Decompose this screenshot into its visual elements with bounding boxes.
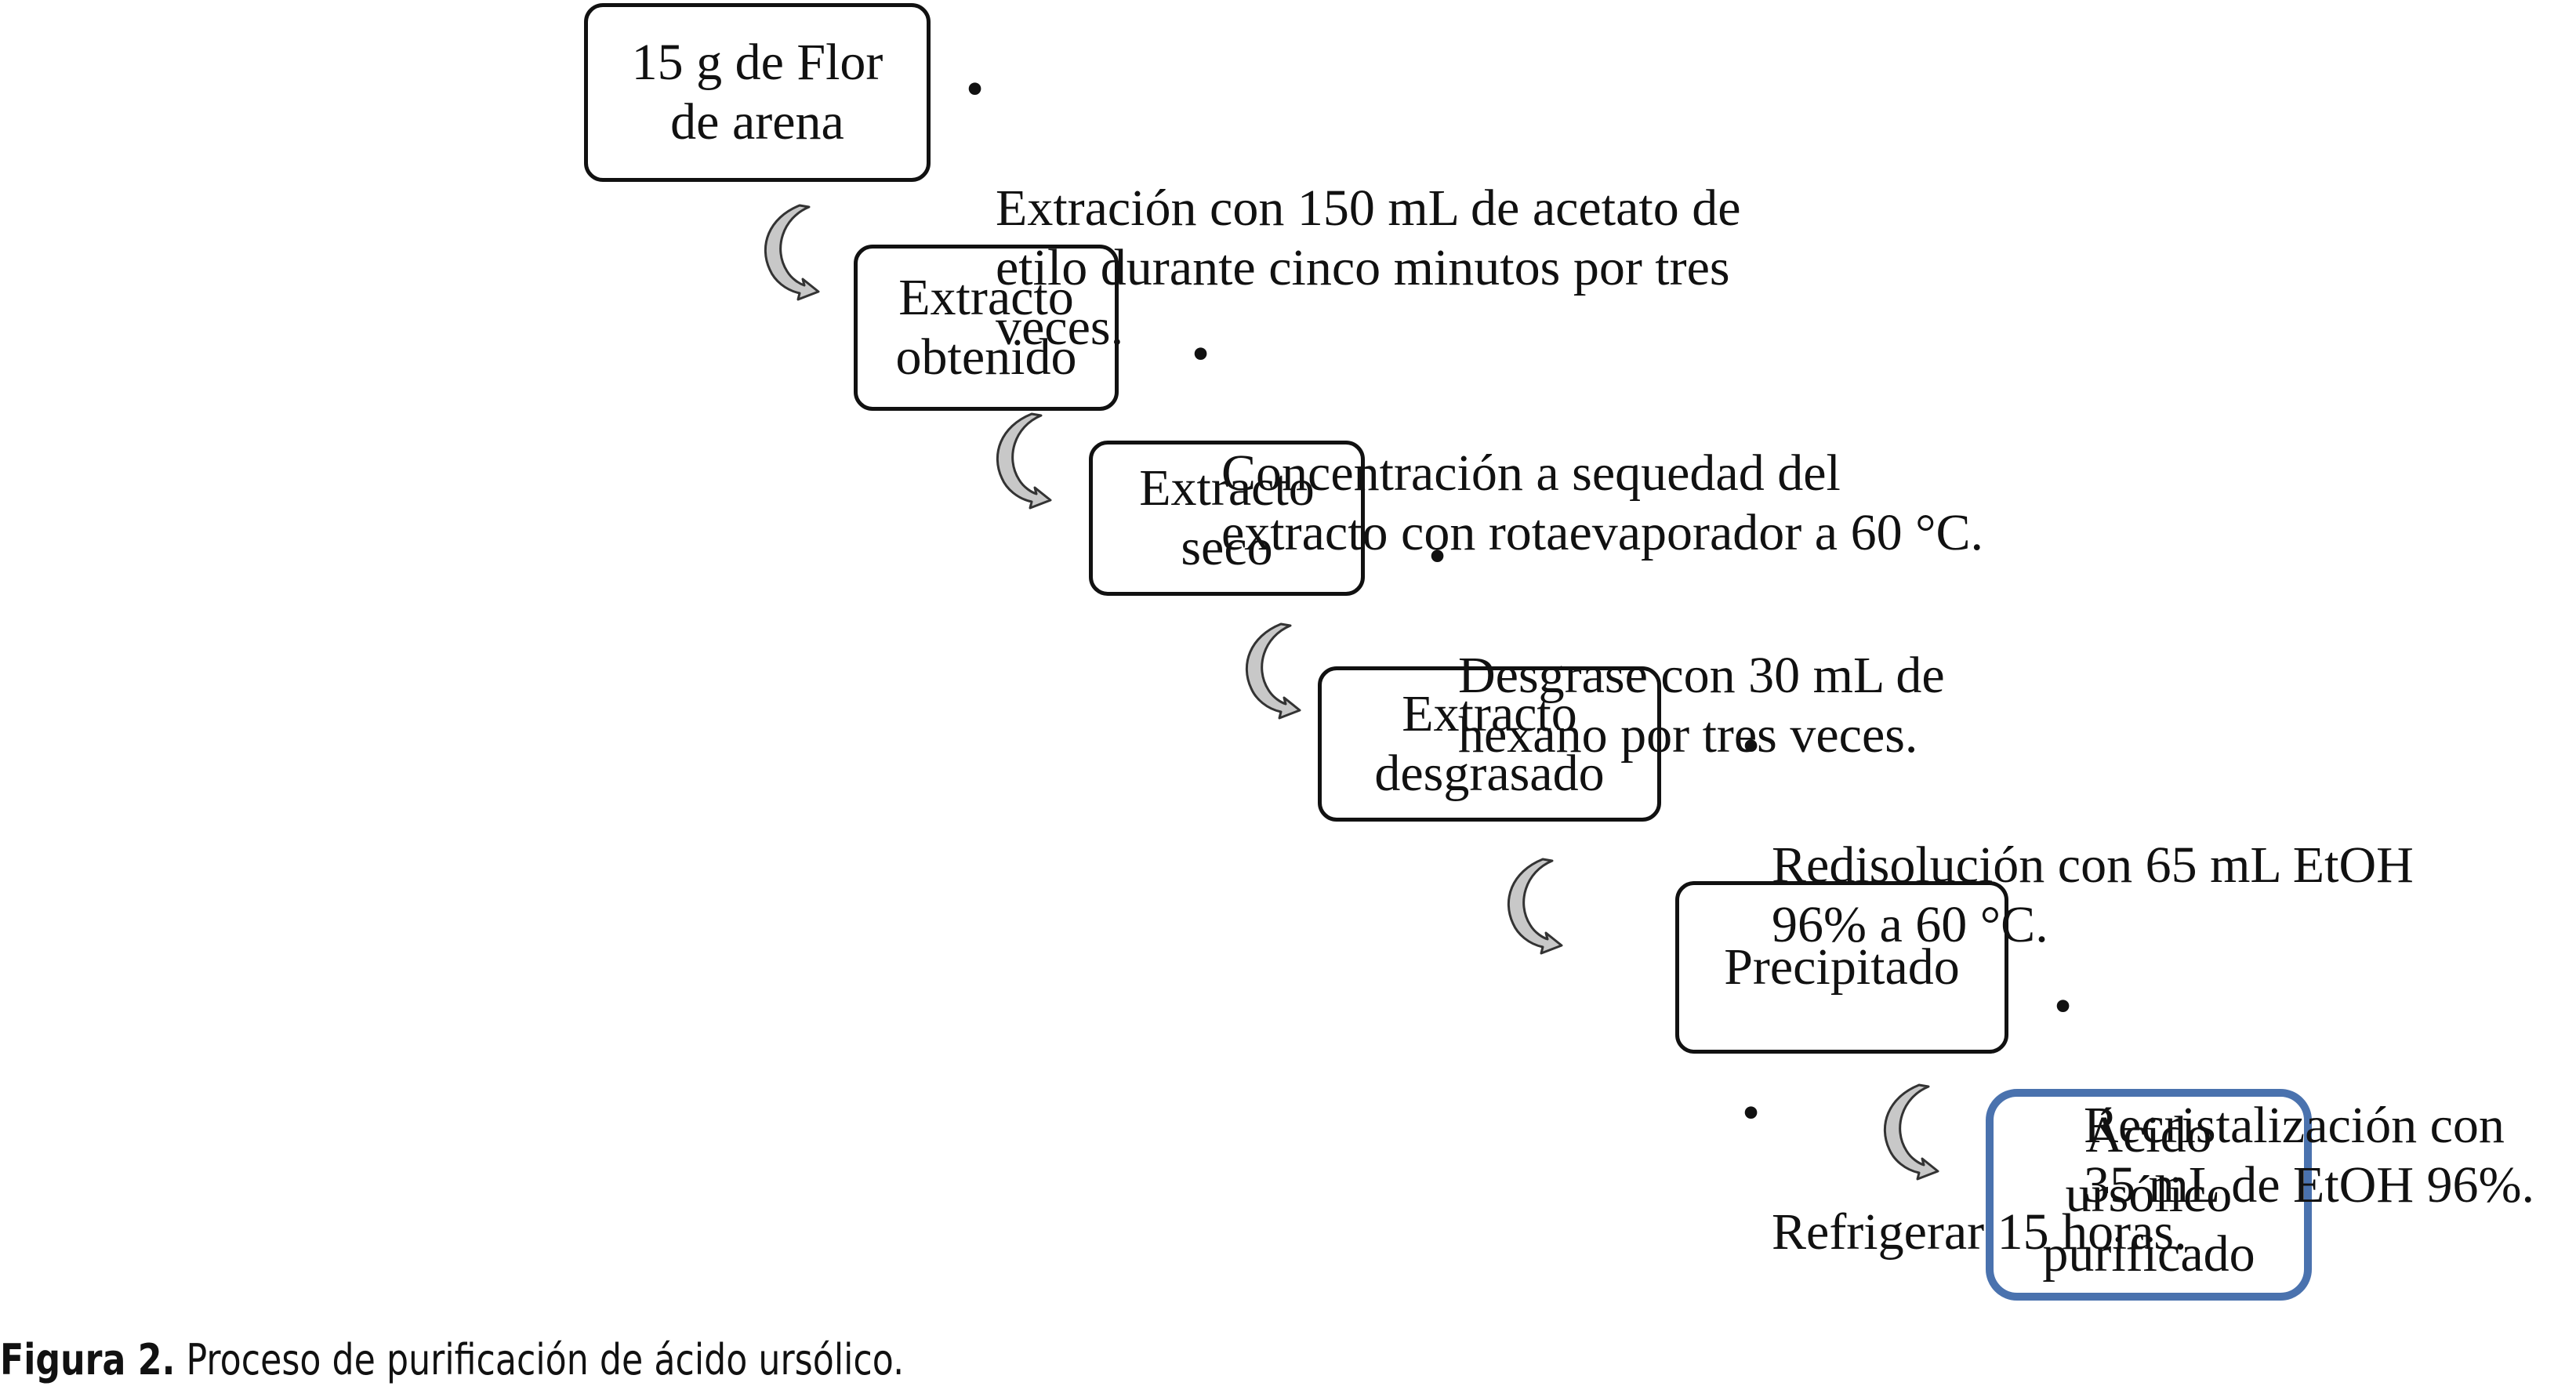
step-label: Extracto seco: [1139, 459, 1315, 576]
curved-arrow-icon: [996, 412, 1052, 510]
note-text: Redisolución con 65 mL EtOH 96% a 60 °C.: [1772, 836, 2414, 953]
note-redissolution: • Redisolución con 65 mL EtOH 96% a 60 °…: [1742, 657, 2526, 1391]
curved-arrow-icon: [1245, 622, 1301, 720]
curved-arrow-icon: [1883, 1083, 1939, 1181]
note-item: • Concentración a sequedad del extracto …: [1192, 325, 2132, 622]
step-box-precipitado: Precipitado: [1675, 881, 2008, 1054]
note-item: • Extración con 150 mL de acetato de eti…: [966, 60, 1828, 417]
bullet-icon: •: [2054, 978, 2073, 1035]
note-text: Refrigerar 15 horas.: [1772, 1203, 2187, 1261]
figure-caption-text: Proceso de purificación de ácido ursólic…: [175, 1335, 905, 1384]
step-label: Extracto obtenido: [895, 269, 1077, 386]
note-text: Extración con 150 mL de acetato de etilo…: [996, 180, 1741, 356]
step-box-acido-ursolico-purificado: Ácido ursólico purificado: [1986, 1089, 2312, 1301]
step-label: 15 g de Flor de arena: [631, 34, 883, 151]
step-label: Ácido ursólico purificado: [2042, 1106, 2255, 1283]
bullet-icon: •: [1742, 1084, 1761, 1141]
step-box-extracto-obtenido: Extracto obtenido: [854, 245, 1119, 411]
step-box-flor-de-arena: 15 g de Flor de arena: [584, 3, 931, 182]
step-label: Extracto desgrasado: [1374, 685, 1605, 802]
curved-arrow-icon: [764, 204, 820, 301]
bullet-icon: •: [1428, 528, 1447, 585]
step-box-extracto-seco: Extracto seco: [1089, 441, 1365, 596]
note-text: Desgrase con 30 mL de hexano por tres ve…: [1458, 647, 1945, 764]
step-box-extracto-desgrasado: Extracto desgrasado: [1318, 666, 1661, 822]
bullet-icon: •: [1192, 325, 1210, 383]
figure-label: Figura 2.: [0, 1335, 176, 1384]
figure-caption: Figura 2. Proceso de purificación de áci…: [0, 1333, 904, 1388]
note-item: • Redisolución con 65 mL EtOH 96% a 60 °…: [1742, 717, 2526, 1014]
bullet-icon: •: [1742, 717, 1761, 775]
bullet-icon: •: [966, 60, 985, 118]
step-label: Precipitado: [1724, 938, 1960, 996]
note-text: Concentración a sequedad del extracto co…: [1221, 444, 1983, 561]
note-item: • Recristalización con 35 mL de EtOH 96%…: [2054, 977, 2576, 1275]
note-text: Recristalización con 35 mL de EtOH 96%.: [2084, 1097, 2534, 1214]
note-extraction: • Extración con 150 mL de acetato de eti…: [966, 0, 1828, 486]
note-defatting: • Desgrase con 30 mL de hexano por tres …: [1428, 467, 2134, 894]
note-item: • Desgrase con 30 mL de hexano por tres …: [1428, 527, 2134, 825]
note-item: • Refrigerar 15 horas.: [1742, 1083, 2526, 1322]
note-concentration: • Concentración a sequedad del extracto …: [1192, 265, 2132, 691]
note-recrystallization: • Recristalización con 35 mL de EtOH 96%…: [2054, 917, 2576, 1344]
curved-arrow-icon: [1507, 858, 1563, 955]
